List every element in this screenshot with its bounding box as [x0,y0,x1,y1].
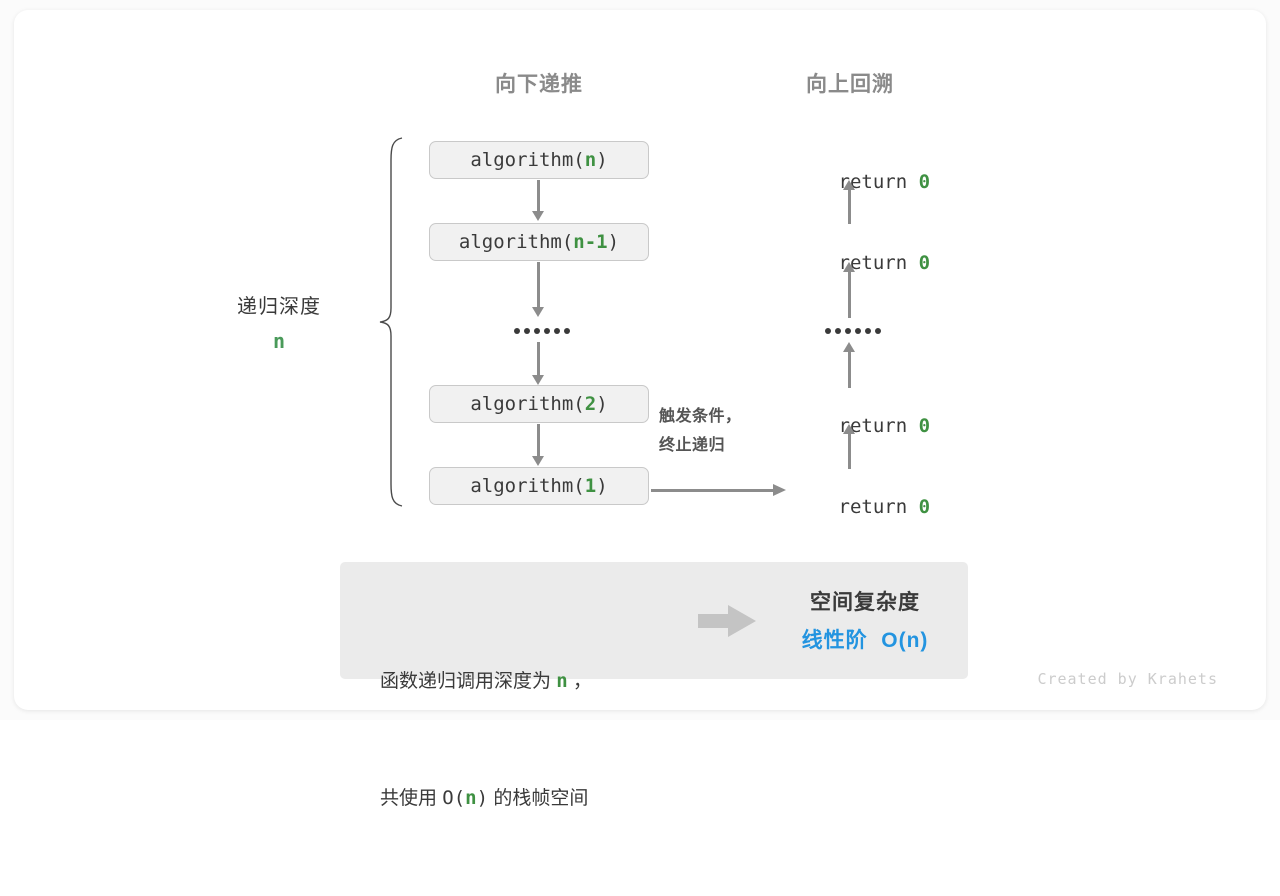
summary-line1-n: n [556,670,568,692]
summary-description: 函数递归调用深度为 n ， 共使用 O(n) 的栈帧空间 [380,584,592,896]
call-box-arg: n [584,149,597,171]
arrow-down-3 [531,342,547,386]
call-box-prefix: algorithm( [470,393,585,415]
return-value: 0 [918,252,931,274]
summary-conclusion-title: 空间复杂度 [810,591,920,614]
credit-text: Created by Krahets [1037,670,1218,688]
return-value: 0 [918,171,931,193]
return-label-4: return 0 [750,474,950,540]
summary-line1-text-a: 函数递归调用深度为 [380,671,557,692]
summary-conclusion: 空间复杂度 线性阶 O(n) [770,584,960,660]
return-keyword: return [838,415,919,437]
call-box-2: algorithm(2) [429,385,649,423]
return-value: 0 [918,496,931,518]
arrow-up-4 [842,424,858,469]
call-box-suffix: ) [596,393,608,415]
return-keyword: return [838,171,919,193]
ellipsis-dots-left [514,328,570,334]
call-box-prefix: algorithm( [458,231,574,253]
recursion-depth-brace [379,137,403,507]
return-keyword: return [838,496,919,518]
recursion-depth-value: n [272,329,286,353]
summary-line2-n: n [465,787,477,809]
call-box-1: algorithm(1) [429,467,649,505]
call-box-suffix: ) [596,475,608,497]
arrow-down-1 [531,180,547,222]
recursion-depth-label: 递归深度 n [204,290,354,353]
summary-conclusion-value: 线性阶 O(n) [801,629,929,652]
arrow-up-1 [842,180,858,224]
summary-description-line1: 函数递归调用深度为 n ， [380,662,592,701]
summary-line1-text-b: ， [567,671,593,692]
arrow-down-4 [531,424,547,467]
call-box-suffix: ) [596,149,608,171]
call-box-arg: 1 [584,475,597,497]
diagram-card: 向下递推 向上回溯 algorithm(n) algorithm(n-1) al… [14,10,1266,809]
summary-panel: 函数递归调用深度为 n ， 共使用 O(n) 的栈帧空间 空间复杂度 线性阶 O… [340,562,968,809]
column-header-recursion-up: 向上回溯 [806,73,894,96]
call-box-arg: 2 [584,393,597,415]
return-label-1: return 0 [750,149,950,215]
base-case-note-line2: 终止递归 [659,437,726,454]
return-label-3: return 0 [750,393,950,459]
right-arrow-icon [698,605,756,637]
return-keyword: return [838,252,919,274]
return-value: 0 [918,415,931,437]
column-header-recursion-down: 向下递推 [495,73,583,96]
arrow-up-3 [842,342,858,388]
call-box-prefix: algorithm( [470,149,585,171]
summary-line2-close: ) [476,787,489,809]
ellipsis-dots-right [825,328,881,334]
call-box-arg: n-1 [573,231,608,253]
base-case-note: 触发条件， 终止递归 [659,402,809,460]
call-box-n-minus-1: algorithm(n-1) [429,223,649,261]
summary-line2-o: O( [442,787,466,809]
summary-line2-text-a: 共使用 [380,788,443,809]
arrow-down-2 [531,262,547,318]
call-box-n: algorithm(n) [429,141,649,179]
arrow-base-case-transition [651,484,786,496]
diagram-canvas: 向下递推 向上回溯 algorithm(n) algorithm(n-1) al… [14,10,1266,809]
summary-line2-text-b: 的栈帧空间 [488,788,589,809]
base-case-note-line1: 触发条件， [659,408,742,425]
call-box-suffix: ) [607,231,620,253]
recursion-depth-text: 递归深度 [237,296,321,318]
summary-description-line2: 共使用 O(n) 的栈帧空间 [380,779,592,818]
call-box-prefix: algorithm( [470,475,585,497]
return-label-2: return 0 [750,230,950,296]
arrow-up-2 [842,262,858,318]
